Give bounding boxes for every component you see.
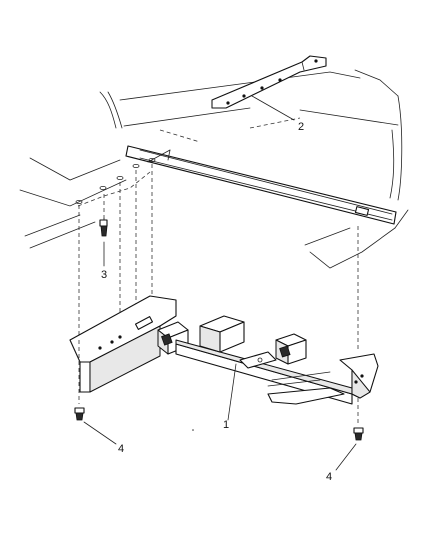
floor-holes [75,157,156,207]
stud-bolt [99,217,108,237]
alignment-lines [78,117,359,424]
callout-4-right: 4 [326,471,332,483]
flange-bolt-right [353,427,364,441]
callout-4-left: 4 [118,443,124,455]
callout-3: 3 [101,269,107,281]
reinforcement-plate [211,55,327,109]
flange-bolt-left [74,340,85,421]
callout-1: 1 [223,419,229,431]
rear-rail [125,145,397,225]
callout-2: 2 [298,121,304,133]
leader-lines [83,95,357,471]
hitch-receiver-assembly [69,295,379,405]
vehicle-body-outline [19,69,409,431]
